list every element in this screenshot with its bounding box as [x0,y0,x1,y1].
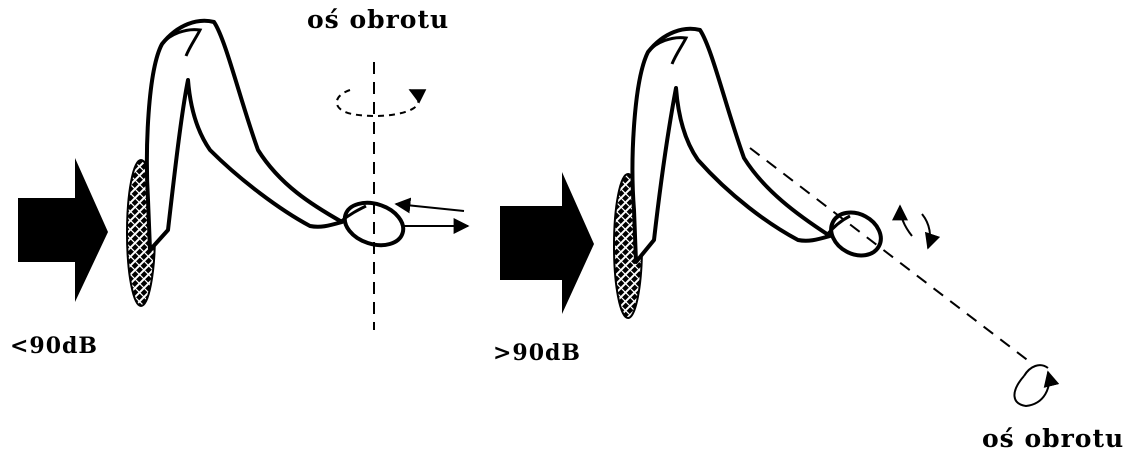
ossicle-right [633,29,830,262]
stapes-right [824,204,889,264]
right-panel [500,29,1049,406]
rotation-ellipse-left [337,90,419,116]
rock-arrow-down [922,214,930,248]
rotation-circle-right [1014,372,1049,406]
rock-arrow-up [900,206,912,236]
ossicle-left [147,21,342,250]
rotation-axis-right [750,148,1030,362]
left-panel [18,21,468,330]
rotation-circle-right-tail [1024,365,1048,376]
motion-arrow-left-back [396,204,464,211]
axis-label-left: oś obrotu [307,5,449,34]
sound-level-left: <90dB [10,333,98,359]
sound-level-right: >90dB [493,340,581,366]
sound-arrow-left [18,158,108,302]
sound-arrow-right [500,172,594,314]
axis-label-right: oś obrotu [982,424,1124,453]
